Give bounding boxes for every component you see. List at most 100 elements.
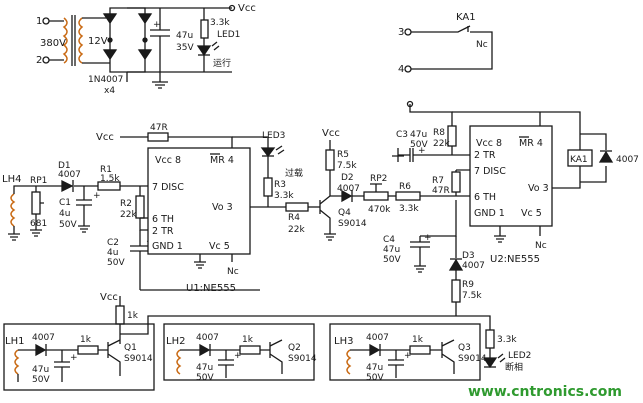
- u1-pin-gnd: GND 1: [152, 241, 183, 252]
- phase-detection: Vcc 1k LH1 4007 + 47u 50V 1k Q1 S9014: [3, 292, 531, 391]
- c1-voltage: 50V: [59, 220, 77, 230]
- r1-label: R1: [100, 165, 112, 175]
- u2-pin-vcc: Vcc 8: [476, 138, 502, 149]
- u1-pin-th: 6 TH: [152, 214, 174, 225]
- led2-text: 断相: [505, 361, 523, 373]
- q2-label: Q2: [288, 343, 301, 353]
- r2-value: 22k: [120, 210, 137, 220]
- lh3-diode: 4007: [366, 333, 389, 343]
- u1-pin-vo: Vo 3: [212, 202, 233, 213]
- relay-label: KA1: [456, 12, 476, 23]
- power-supply: 1 2 380V 12V 1N4007 x4: [36, 3, 256, 96]
- r3-resistor: [263, 177, 273, 197]
- filter-capacitor: +: [150, 8, 170, 72]
- u2-pin-gnd: GND 1: [474, 208, 505, 219]
- q1-value: S9014: [124, 354, 153, 364]
- u2-pin-disc: 7 DISC: [474, 166, 506, 177]
- lh1-label: LH1: [5, 336, 24, 347]
- q4-value: S9014: [338, 219, 367, 229]
- lh2-cap: 47u: [196, 363, 213, 373]
- led1-resistor-value: 3.3k: [210, 18, 230, 28]
- svg-text:+: +: [93, 191, 101, 201]
- u2-pin-vo: Vo 3: [528, 183, 549, 194]
- led1: [196, 41, 220, 72]
- r2-resistor: [135, 195, 145, 219]
- c4-voltage: 50V: [383, 255, 401, 265]
- d1-label: D1: [58, 161, 71, 171]
- r47-resistor: [147, 132, 169, 142]
- u2-ne555: [469, 125, 553, 227]
- lh2-diode: 4007: [196, 333, 219, 343]
- led2-label: LED2: [508, 351, 531, 361]
- u1-pin-vc: Vc 5: [209, 241, 230, 252]
- u2-nc: Nc: [535, 241, 547, 251]
- u1-pin-vcc: Vcc 8: [155, 155, 181, 166]
- lh2-cap-voltage: 50V: [196, 373, 214, 383]
- u1-ne555: [147, 147, 251, 255]
- u2-label: U2:NE555: [490, 254, 540, 265]
- filter-cap-voltage: 35V: [176, 43, 194, 53]
- c4-value: 47u: [383, 245, 400, 255]
- q1-label: Q1: [124, 343, 137, 353]
- lh3-label: LH3: [334, 336, 353, 347]
- filter-cap-value: 47u: [176, 31, 193, 41]
- led1-text: 运行: [213, 57, 231, 69]
- primary-voltage: 380V: [40, 38, 66, 49]
- ka1-diode-label: 4007: [616, 155, 639, 165]
- top-resistor: [115, 305, 125, 325]
- c4-label: C4: [383, 235, 395, 245]
- terminal-2: [42, 56, 50, 64]
- lh1-resistor: [77, 345, 99, 355]
- lh4-coil: [10, 193, 16, 227]
- r7-resistor: [451, 171, 461, 193]
- r5-value: 7.5k: [337, 161, 357, 171]
- r7-value: 47R: [432, 186, 450, 196]
- r6-label: R6: [399, 182, 411, 192]
- r7-label: R7: [432, 176, 444, 186]
- phase-block-lh1: LH1 4007 + 47u 50V 1k Q1 S9014: [3, 323, 155, 391]
- q3-label: Q3: [458, 343, 471, 353]
- r3-label: R3: [274, 180, 286, 190]
- lh2-coil: [176, 349, 182, 375]
- lh2-label: LH2: [166, 336, 185, 347]
- u2-pin-th: 6 TH: [474, 192, 496, 203]
- rp1-pot: [31, 191, 41, 215]
- u1-label: U1:NE555: [186, 283, 236, 294]
- watermark-text: www.cntronics.com: [468, 384, 622, 400]
- c1-label: C1: [59, 198, 71, 208]
- lh3-cap: 47u: [366, 363, 383, 373]
- relay-terminal-4: 4: [398, 64, 404, 75]
- svg-text:+: +: [418, 146, 426, 156]
- r8-value: 22k: [433, 139, 450, 149]
- ka1-coil: [567, 149, 593, 167]
- r9-value: 7.5k: [462, 291, 482, 301]
- overload-text: 过载: [285, 167, 303, 179]
- u2-pin-tr: 2 TR: [474, 150, 496, 161]
- lh1-cap-voltage: 50V: [32, 375, 50, 385]
- vcc-label-power: Vcc: [238, 3, 256, 14]
- relay-contact: KA1 3 4 Nc: [398, 12, 493, 75]
- svg-text:+: +: [70, 353, 78, 363]
- lh1-resistor-value: 1k: [80, 335, 92, 345]
- lh3-resistor-value: 1k: [412, 335, 424, 345]
- stage1: Vcc 47R LH4 RP1 681 D1 4007 C1 4u 50V + …: [2, 123, 320, 294]
- stage2: Vcc R5 7.5k Q4 S9014 D2 4007 RP2 470k R6…: [319, 100, 639, 316]
- terminal-1: [42, 17, 50, 25]
- bridge-rectifier: [102, 7, 153, 73]
- c2-value: 4u: [107, 248, 118, 258]
- svg-text:+: +: [234, 351, 242, 361]
- relay-nc-label: Nc: [476, 40, 488, 50]
- c1-value: 4u: [59, 209, 70, 219]
- u2-pin-mr: MR 4: [519, 138, 543, 149]
- terminal-1-label: 1: [36, 16, 42, 27]
- d3-label: D3: [462, 251, 475, 261]
- q4-label: Q4: [338, 208, 351, 218]
- led2-resistor: [485, 329, 495, 349]
- r9-resistor: [451, 279, 461, 303]
- led1-resistor: [200, 19, 209, 39]
- q2-value: S9014: [288, 354, 317, 364]
- lh1-coil: [14, 349, 20, 375]
- led2-resistor-value: 3.3k: [497, 335, 517, 345]
- r8-label: R8: [433, 128, 445, 138]
